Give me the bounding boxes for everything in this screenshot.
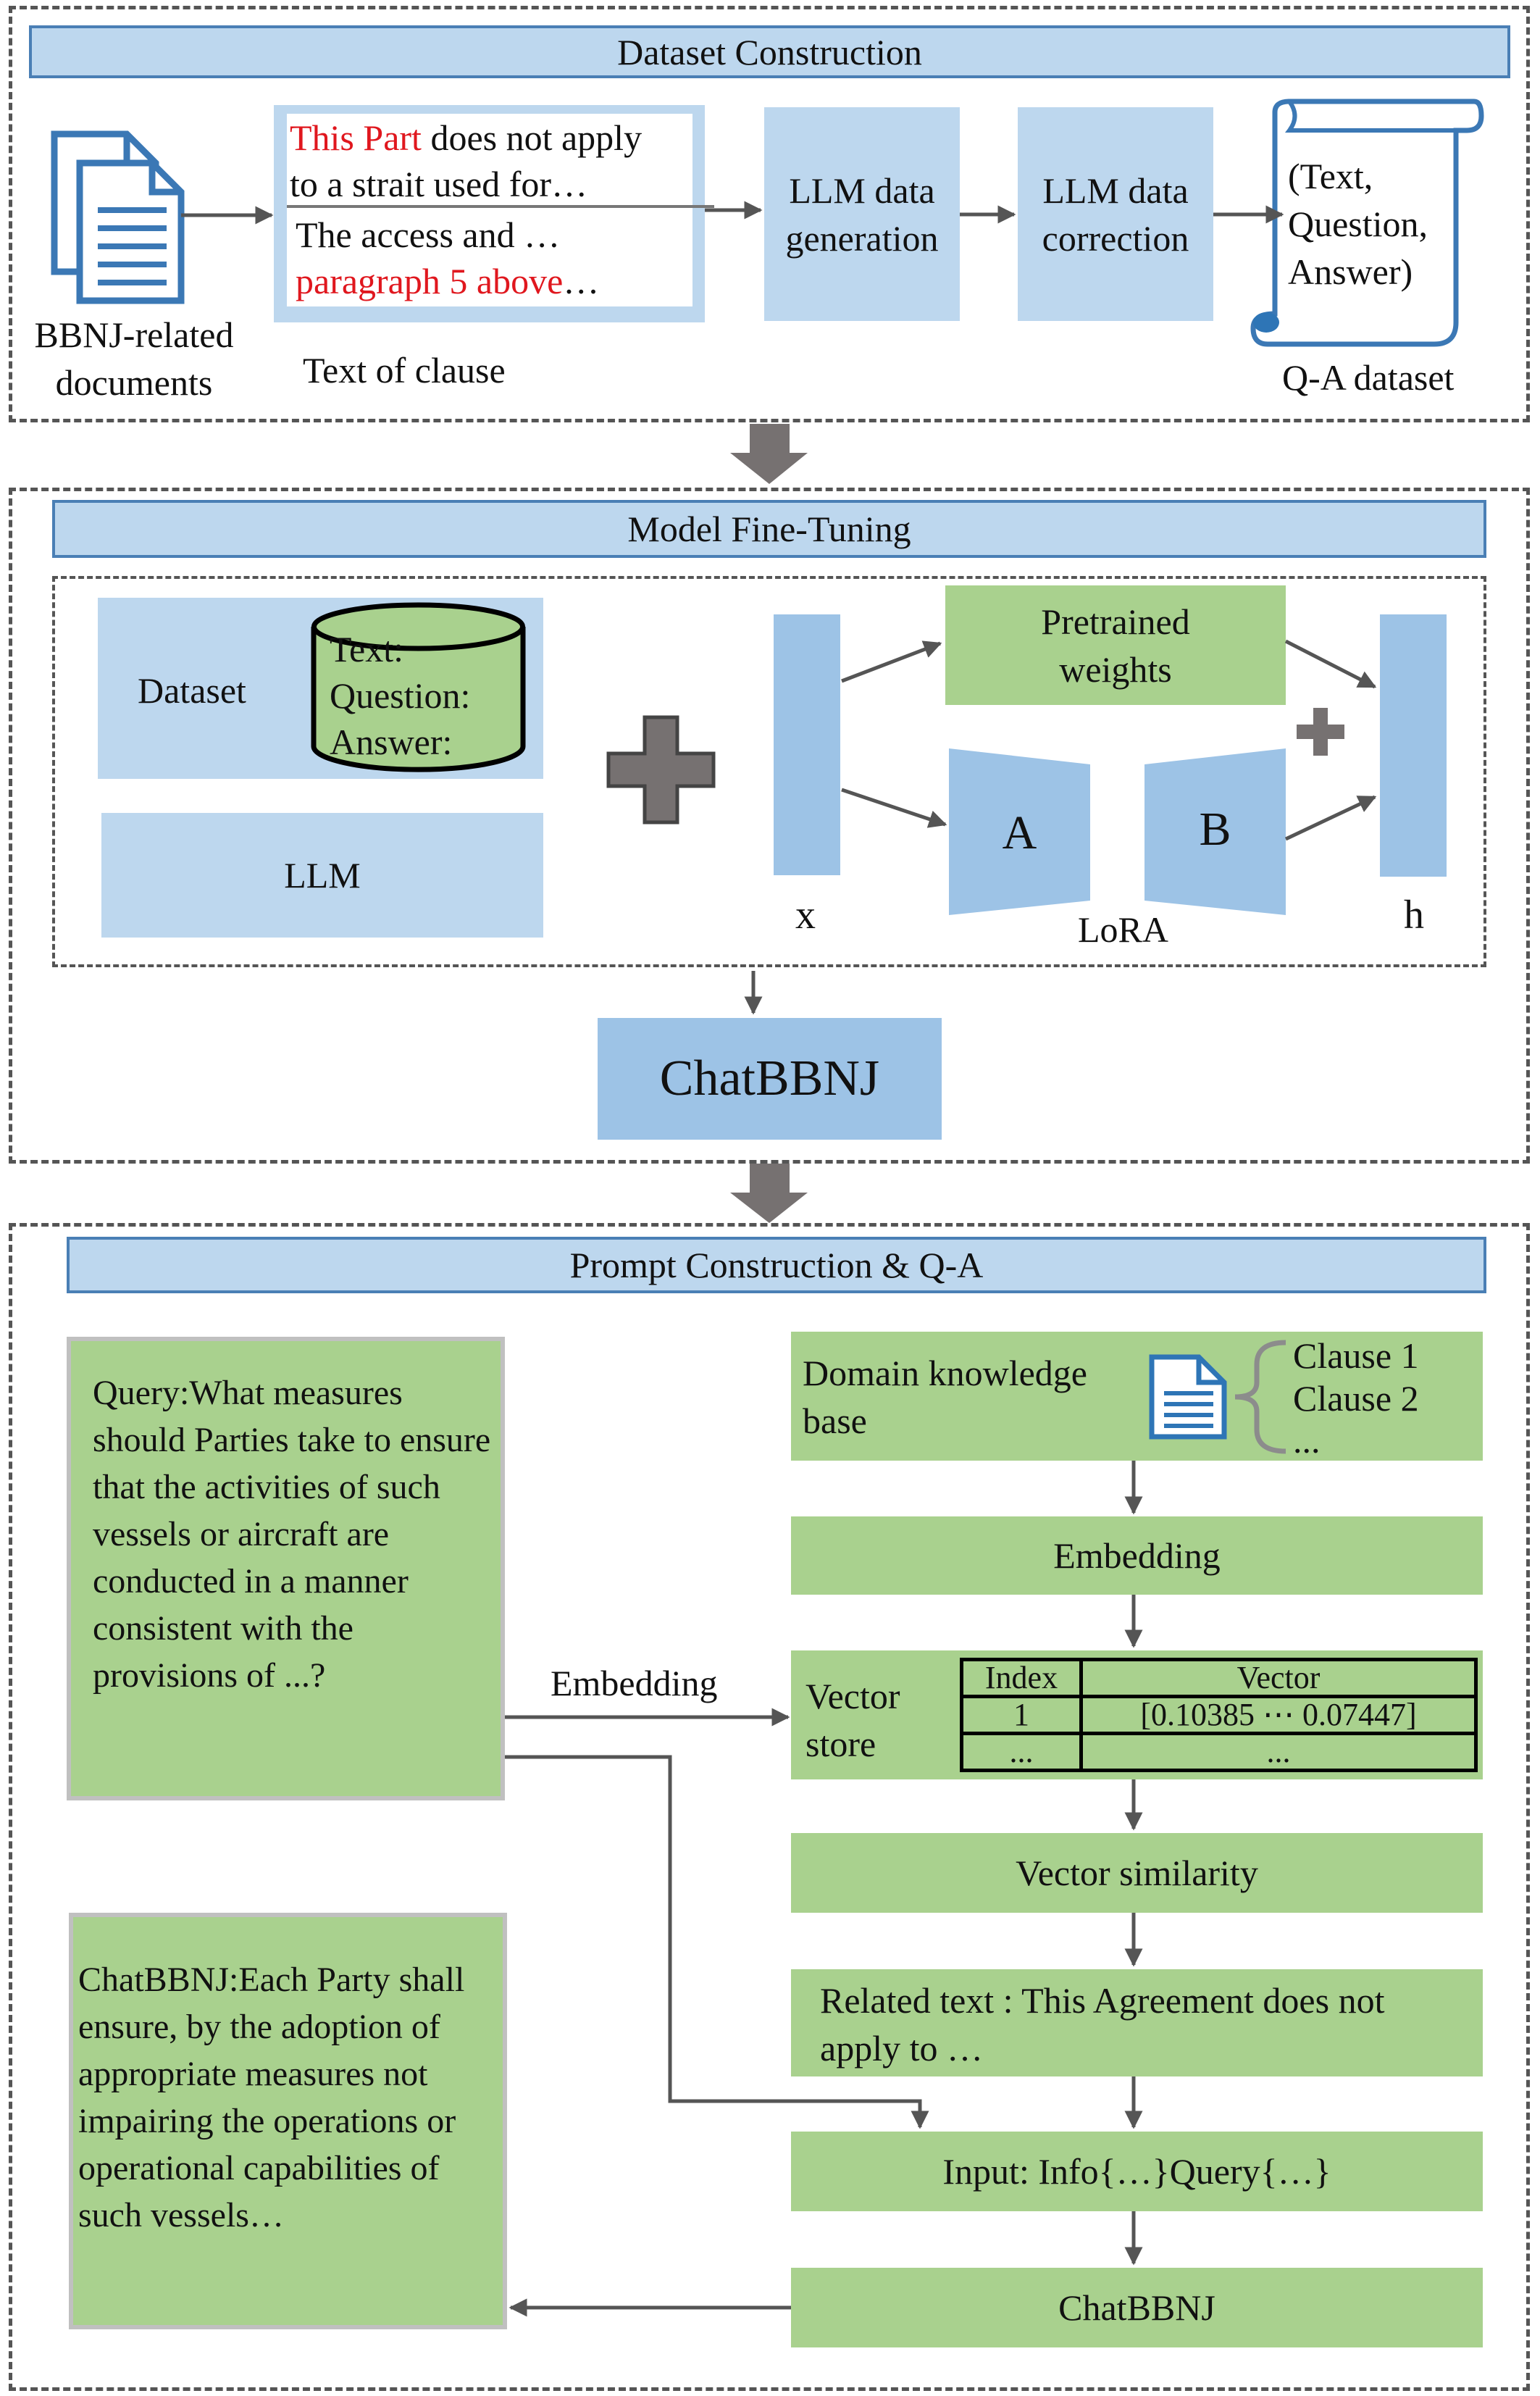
clause-line-3: The access and … (296, 214, 561, 255)
domain-knowledge-base-box (791, 1332, 1483, 1461)
model-fine-tuning-header: Model Fine-Tuning (52, 500, 1486, 558)
dataset-construction-header: Dataset Construction (29, 25, 1510, 78)
qa-dataset-label: Q-A dataset (1282, 357, 1455, 398)
clause-box: This Part does not apply to a strait use… (274, 105, 714, 322)
related-text-box (791, 1969, 1483, 2076)
documents-icon (51, 130, 185, 304)
vector-store-label: Vector store (805, 1676, 900, 1764)
dataset-label: Dataset (138, 670, 246, 711)
llm-box: LLM (101, 813, 543, 938)
fine-tuning-inner-frame (52, 576, 1486, 967)
table-row: ... ... (960, 1732, 1478, 1772)
lora-a-matrix (949, 748, 1090, 915)
vector-table: Index Vector 1 [0.10385 ⋯ 0.07447] ... .… (960, 1658, 1478, 1772)
prompt-construction-header: Prompt Construction & Q-A (67, 1237, 1486, 1293)
clause-line-4: paragraph 5 above… (296, 261, 600, 301)
clause-label: Text of clause (303, 350, 506, 391)
llm-data-generation-box: LLM data generation (764, 107, 960, 321)
x-label: x (795, 893, 816, 938)
a-label: A (1002, 806, 1037, 859)
output-h-bar (1380, 614, 1447, 877)
table-header-index: Index (960, 1658, 1083, 1698)
model-fine-tuning-section (9, 488, 1530, 1164)
plus-icon (606, 715, 716, 825)
scroll-icon (1250, 99, 1484, 347)
table-cell: 1 (960, 1695, 1083, 1735)
table-row: 1 [0.10385 ⋯ 0.07447] (960, 1695, 1478, 1735)
table-header-vector: Vector (1079, 1658, 1478, 1698)
database-cylinder-icon (311, 602, 526, 772)
clause-line-2: to a strait used for… (290, 164, 588, 204)
clause-ellipsis: ... (1293, 1420, 1321, 1461)
input-x-bar (774, 614, 840, 875)
query-box (67, 1337, 505, 1800)
answer-box (69, 1913, 507, 2329)
related-text: Related text : This Agreement does not a… (820, 1980, 1385, 2069)
dataset-construction-section (9, 6, 1530, 422)
query-text: Query:What measures should Parties take … (93, 1374, 491, 1695)
clause-2: Clause 2 (1293, 1378, 1419, 1419)
documents-label: BBNJ-related documents (34, 314, 234, 403)
scroll-text: (Text, Question, Answer) (1288, 156, 1428, 292)
cylinder-text: Text: Question: Answer: (330, 629, 471, 762)
small-plus-icon (1297, 708, 1344, 756)
prompt-construction-section (9, 1223, 1530, 2391)
domain-knowledge-base-label: Domain knowledge base (803, 1353, 1087, 1441)
table-cell: ... (960, 1732, 1083, 1772)
chatbbnj-output-box: ChatBBNJ (791, 2268, 1483, 2347)
document-icon (1149, 1354, 1227, 1440)
embedding-arrow-label: Embedding (551, 1663, 718, 1703)
input-box: Input: Info{…}Query{…} (791, 2132, 1483, 2211)
b-label: B (1199, 803, 1231, 856)
clause-line-1: This Part does not apply (290, 117, 643, 158)
chatbbnj-model-box: ChatBBNJ (598, 1018, 942, 1140)
clause-brace-icon (1234, 1340, 1286, 1454)
answer-text: ChatBBNJ:Each Party shall ensure, by the… (78, 1961, 465, 2234)
embedding-box: Embedding (791, 1516, 1483, 1595)
llm-data-correction-box: LLM data correction (1018, 107, 1213, 321)
vector-similarity-box: Vector similarity (791, 1833, 1483, 1913)
table-cell: ... (1079, 1732, 1478, 1772)
clause-1: Clause 1 (1293, 1335, 1419, 1376)
table-cell: [0.10385 ⋯ 0.07447] (1079, 1695, 1478, 1735)
lora-label: LoRA (1078, 909, 1168, 950)
pretrained-weights-box: Pretrained weights (945, 585, 1286, 705)
h-label: h (1404, 893, 1424, 938)
lora-b-matrix (1144, 748, 1286, 915)
